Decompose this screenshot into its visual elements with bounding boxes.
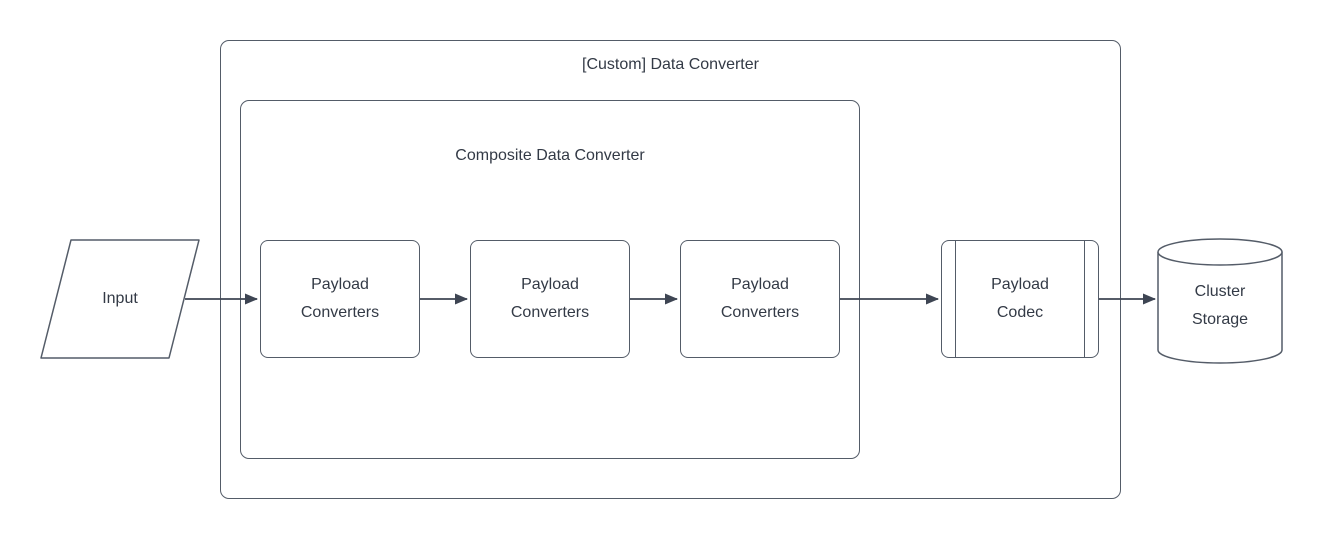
cluster-storage-node-label: Cluster Storage	[1158, 250, 1282, 362]
node-label-line: Payload	[521, 276, 579, 293]
node-label-line: Converters	[300, 304, 380, 321]
composite-data-converter-title: Composite Data Converter	[455, 147, 645, 164]
custom-data-converter-container: [Custom] Data Converter	[220, 40, 1121, 499]
node-label-line: Codec	[996, 304, 1044, 321]
input-label-text: Input	[102, 290, 138, 307]
payload-converters-node-2: Payload Converters	[470, 240, 630, 358]
payload-converters-node-3: Payload Converters	[680, 240, 840, 358]
input-node-label: Input	[40, 240, 200, 358]
node-label-line: Cluster	[1194, 283, 1246, 300]
codec-right-rule	[1083, 241, 1085, 357]
payload-codec-node: Payload Codec	[941, 240, 1099, 358]
node-label-line: Storage	[1191, 311, 1249, 328]
cluster-storage-cylinder-shape	[1157, 238, 1283, 364]
node-label-line: Payload	[311, 276, 369, 293]
node-label-line: Payload	[731, 276, 789, 293]
node-label-line: Converters	[720, 304, 800, 321]
codec-left-rule	[955, 241, 957, 357]
input-parallelogram-shape	[40, 239, 200, 359]
node-label-line: Converters	[510, 304, 590, 321]
payload-converters-node-1: Payload Converters	[260, 240, 420, 358]
composite-data-converter-container: Composite Data Converter	[240, 100, 860, 459]
node-label-line: Payload	[991, 276, 1049, 293]
custom-data-converter-title: [Custom] Data Converter	[582, 56, 759, 73]
